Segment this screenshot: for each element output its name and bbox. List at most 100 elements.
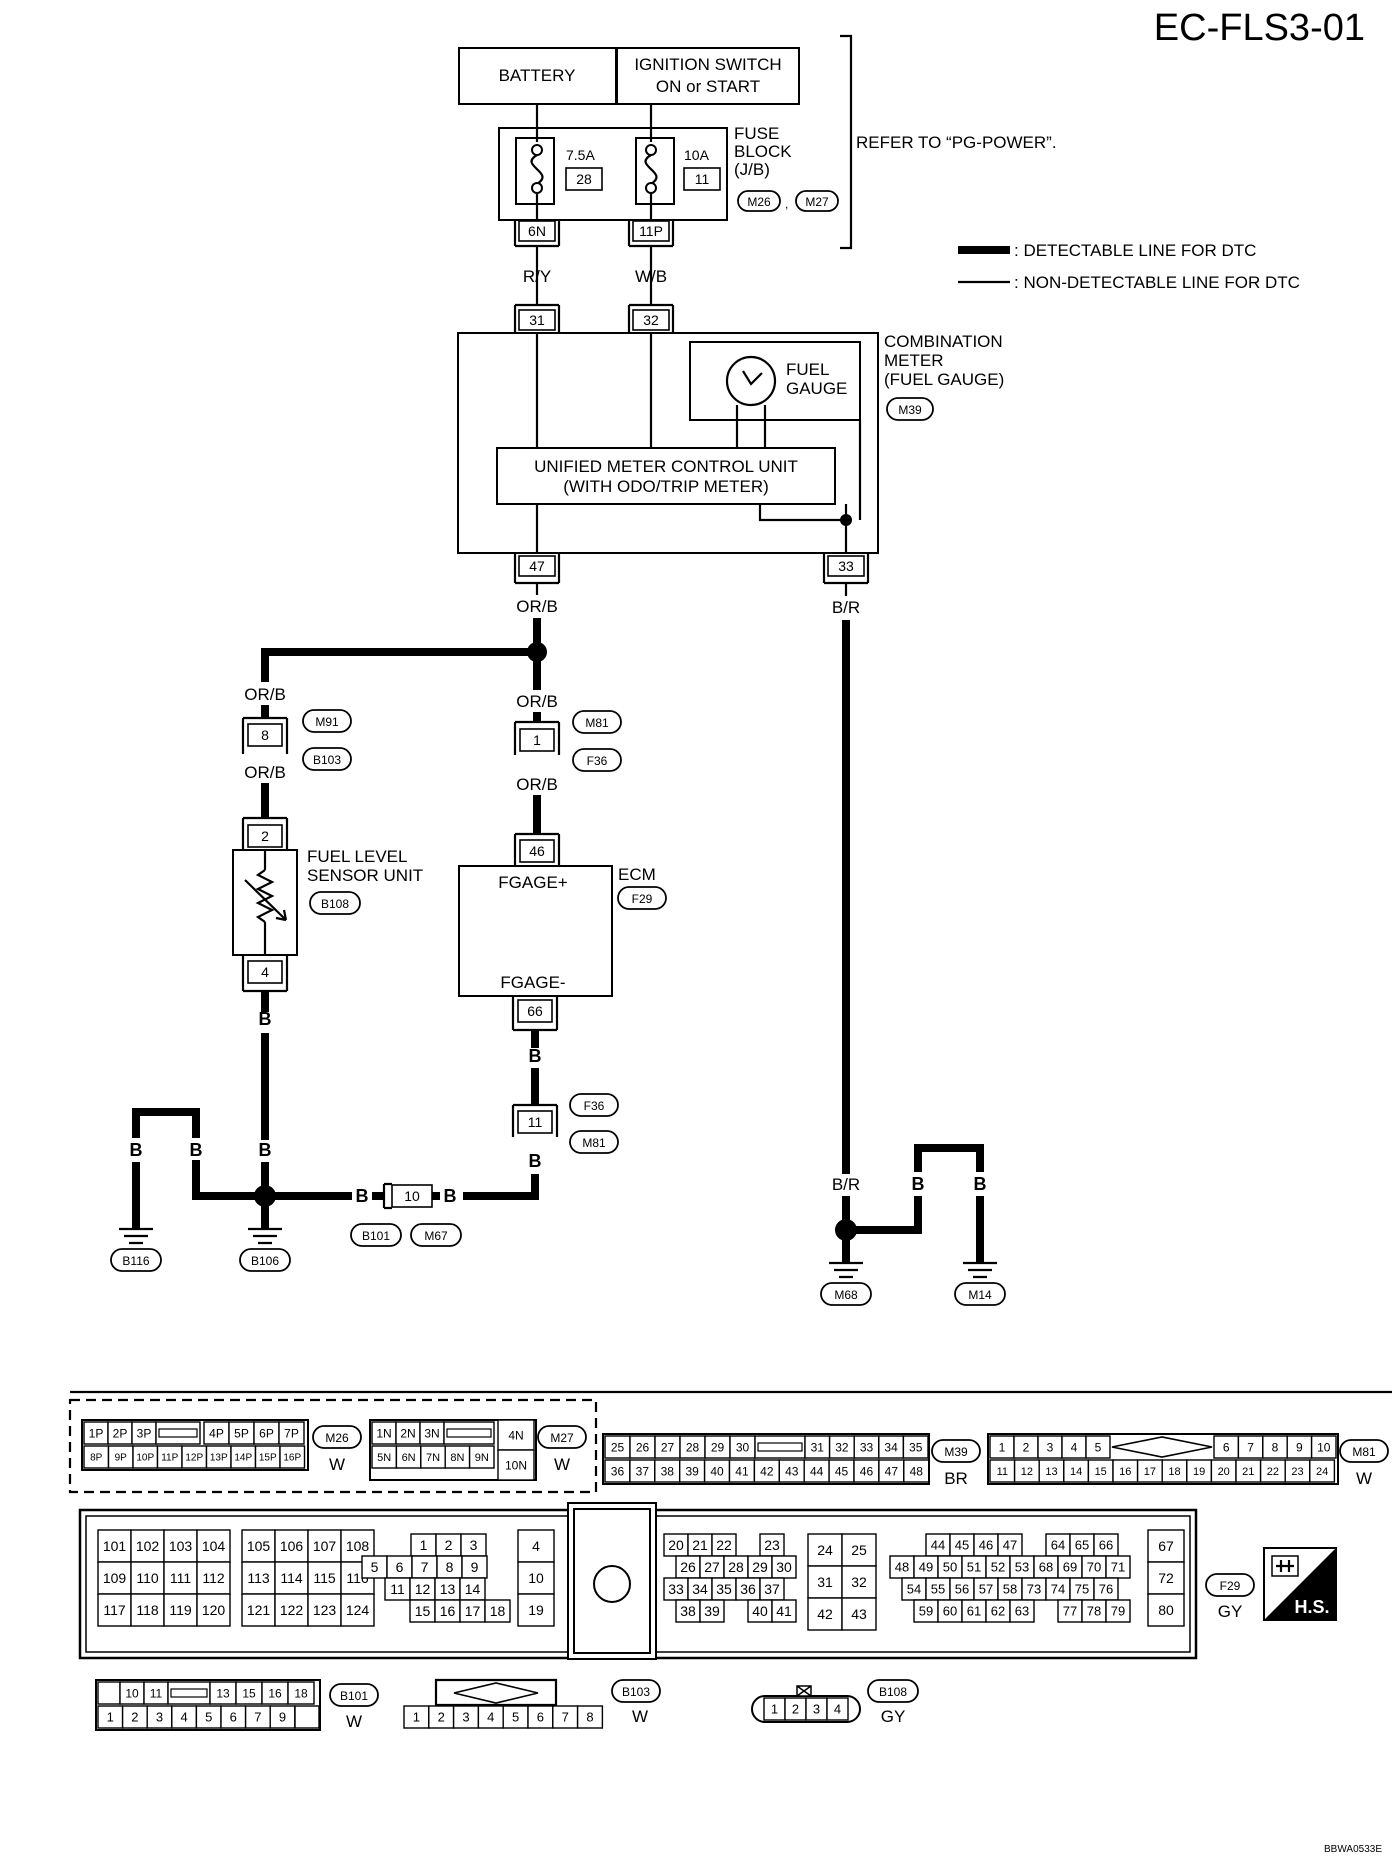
f29-pin: 105	[241, 1529, 276, 1563]
f29-pin: 52	[985, 1555, 1011, 1579]
joint-lower-f36: F36	[584, 1099, 605, 1113]
m81-pin: 16	[1112, 1459, 1139, 1483]
joint-b101-m67: 10 B101 M67	[350, 1182, 462, 1247]
wire-orb-center-2: OR/B	[516, 775, 558, 794]
m26-pin: 12P	[181, 1445, 208, 1469]
fuse-block-label-1: FUSE	[734, 124, 779, 143]
m39-pin: 27	[654, 1435, 681, 1459]
pin-label: 66	[1099, 1538, 1113, 1553]
pin-label: 36	[740, 1581, 756, 1597]
m81-pin: 15	[1087, 1459, 1114, 1483]
m27-pin: 6N	[395, 1445, 422, 1469]
sensor-label-1: FUEL LEVEL	[307, 847, 407, 866]
pin-label: 1	[413, 1710, 420, 1725]
meter-label-3: (FUEL GAUGE)	[884, 370, 1004, 389]
f29-pin: 3	[460, 1533, 487, 1557]
m81-key	[1111, 1436, 1213, 1458]
m81-pin: 3	[1037, 1435, 1063, 1459]
f29-pin: 109	[97, 1561, 132, 1595]
pin-label: 42	[760, 1464, 774, 1478]
pin-label: 4	[532, 1538, 540, 1554]
b101-pin: 18	[287, 1681, 315, 1705]
pin-label: 8	[586, 1710, 593, 1725]
m26-pin: 2P	[107, 1421, 133, 1445]
pin-label: 71	[1111, 1560, 1125, 1575]
m81-pin: 12	[1013, 1459, 1040, 1483]
pin-label: 12P	[185, 1453, 203, 1464]
m81-pin: 9	[1286, 1435, 1313, 1459]
pin-label: 6N	[402, 1452, 416, 1464]
pin-label: 29	[711, 1440, 725, 1454]
f29-pin: 30	[771, 1555, 797, 1579]
meter-connector-m39: M39	[898, 403, 922, 417]
pin-label: 4P	[209, 1426, 224, 1440]
pin-label: 6	[537, 1710, 544, 1725]
f29-pin: 15	[409, 1599, 436, 1623]
b101-blank	[97, 1681, 121, 1705]
pin-label: 8P	[90, 1453, 103, 1464]
m26-pin: 15P	[254, 1445, 281, 1469]
pin-label: 7	[1247, 1440, 1254, 1454]
connector-m26-color: W	[329, 1455, 345, 1474]
pin-label: 53	[1015, 1560, 1029, 1575]
pin-label: 68	[1039, 1560, 1053, 1575]
wire-br-bottom: B/R	[832, 1175, 860, 1194]
wire-b-left-2: B	[130, 1140, 143, 1160]
f29-pin: 49	[913, 1555, 939, 1579]
f29-pin: 110	[130, 1561, 165, 1595]
wire-b-ecm-3: B	[444, 1186, 457, 1206]
f29-pin: 12	[409, 1577, 436, 1601]
wire-b-right-1: B	[912, 1174, 925, 1194]
ecm-pin-66: 66	[527, 1003, 543, 1019]
pin-label: 110	[136, 1570, 159, 1586]
pin-label: 9N	[475, 1452, 489, 1464]
pin-label: 111	[170, 1570, 191, 1586]
joint-m81-f36: 1 M81 F36	[513, 710, 622, 772]
m39-pin: 28	[679, 1435, 706, 1459]
m39-pin: 36	[604, 1459, 631, 1483]
pin-label: 1	[107, 1710, 114, 1725]
f29-pin: 47	[997, 1533, 1023, 1557]
m27-pin: 3N	[419, 1421, 445, 1445]
b108-pin: 3	[805, 1697, 828, 1721]
pin-label: 10	[125, 1686, 139, 1700]
pin-label: 63	[1015, 1604, 1029, 1619]
pin-label: 118	[136, 1602, 159, 1618]
footer-code: BBWA0533E	[1324, 1844, 1382, 1855]
pin-label: 28	[728, 1559, 744, 1575]
pin-label: 3	[813, 1702, 820, 1717]
f29-pin: 4	[517, 1529, 555, 1563]
f29-pin: 9	[461, 1555, 488, 1579]
m27-pin: 4N	[497, 1419, 535, 1451]
f29-pin: 123	[307, 1593, 342, 1627]
f29-pin: 62	[985, 1599, 1011, 1623]
pin-label: 19	[528, 1602, 544, 1618]
pin-label: 15	[415, 1603, 431, 1619]
m39-pin: 34	[878, 1435, 905, 1459]
fuse-pin-6n: 6N	[513, 220, 561, 248]
pin-label: 72	[1158, 1570, 1174, 1586]
pin-label: 35	[909, 1440, 923, 1454]
pin-label: 17	[1144, 1466, 1156, 1478]
f29-pin: 50	[937, 1555, 963, 1579]
f29-pin: 2	[435, 1533, 462, 1557]
connector-m27-color: W	[554, 1455, 570, 1474]
b103-pin: 4	[477, 1705, 504, 1729]
f29-pin: 45	[949, 1533, 975, 1557]
pin-label: 10	[1317, 1440, 1331, 1454]
pin-label: 10P	[136, 1453, 154, 1464]
pin-label: 24	[1316, 1466, 1328, 1478]
f29-pin: 57	[973, 1577, 999, 1601]
pin-label: 3	[156, 1710, 163, 1725]
pin-label: 35	[716, 1581, 732, 1597]
pin-label: 6	[396, 1559, 404, 1575]
m81-pin: 21	[1235, 1459, 1262, 1483]
ignition-switch-label-1: IGNITION SWITCH	[634, 55, 781, 74]
pin-label: 25	[851, 1542, 867, 1558]
pin-label: 7	[562, 1710, 569, 1725]
control-unit-label-1: UNIFIED METER CONTROL UNIT	[534, 457, 798, 476]
pin-label: 14	[465, 1581, 481, 1597]
b101-pin: 9	[269, 1705, 296, 1729]
fuse-pin-11p-label: 11P	[639, 223, 663, 239]
pin-label: 45	[835, 1464, 849, 1478]
